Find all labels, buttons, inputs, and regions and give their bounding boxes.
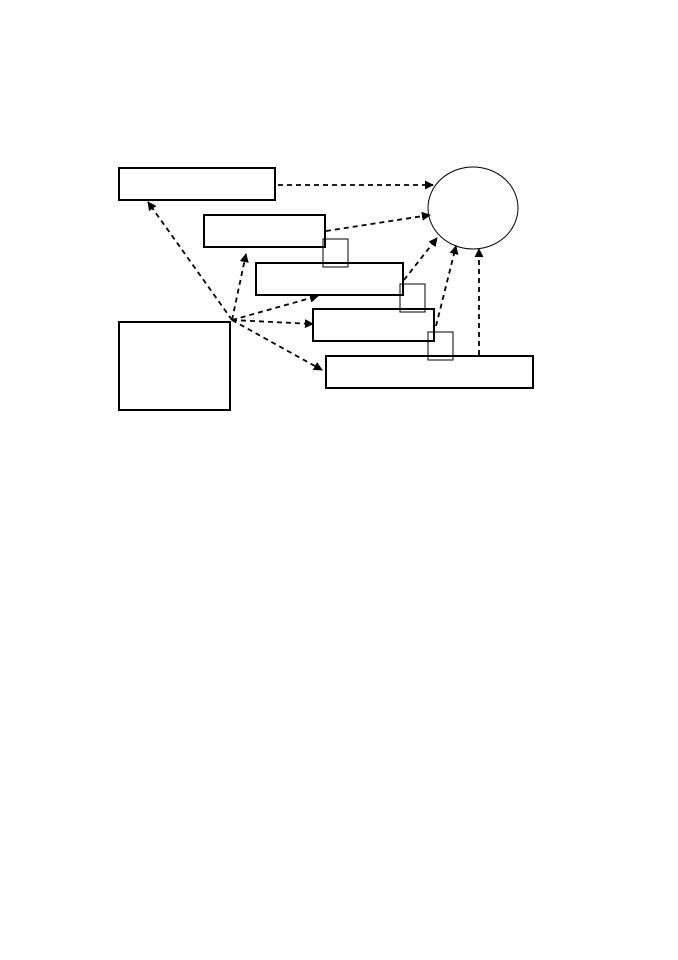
node-box-b [203, 214, 326, 248]
edge-box-c-ellipse [403, 237, 438, 281]
connector-boxes [322, 238, 454, 361]
node-box-c [255, 262, 404, 296]
edges [147, 180, 484, 371]
nodes [118, 166, 534, 411]
edge-box-f-box-d [231, 319, 314, 329]
edge-box-f-box-a [147, 201, 233, 321]
node-box-e [325, 355, 534, 389]
edge-box-f-box-c [231, 293, 319, 321]
node-ellipse [427, 166, 519, 250]
node-box-a [118, 167, 276, 201]
edge-box-d-ellipse [435, 245, 459, 327]
node-box-f [118, 321, 231, 411]
edge-box-f-box-b [231, 253, 249, 321]
edge-box-b-ellipse [325, 211, 431, 232]
node-small-3 [427, 331, 454, 361]
node-box-d [312, 308, 435, 342]
node-small-2 [399, 283, 426, 313]
edge-box-f-box-e [231, 319, 323, 371]
node-small-1 [322, 238, 349, 268]
